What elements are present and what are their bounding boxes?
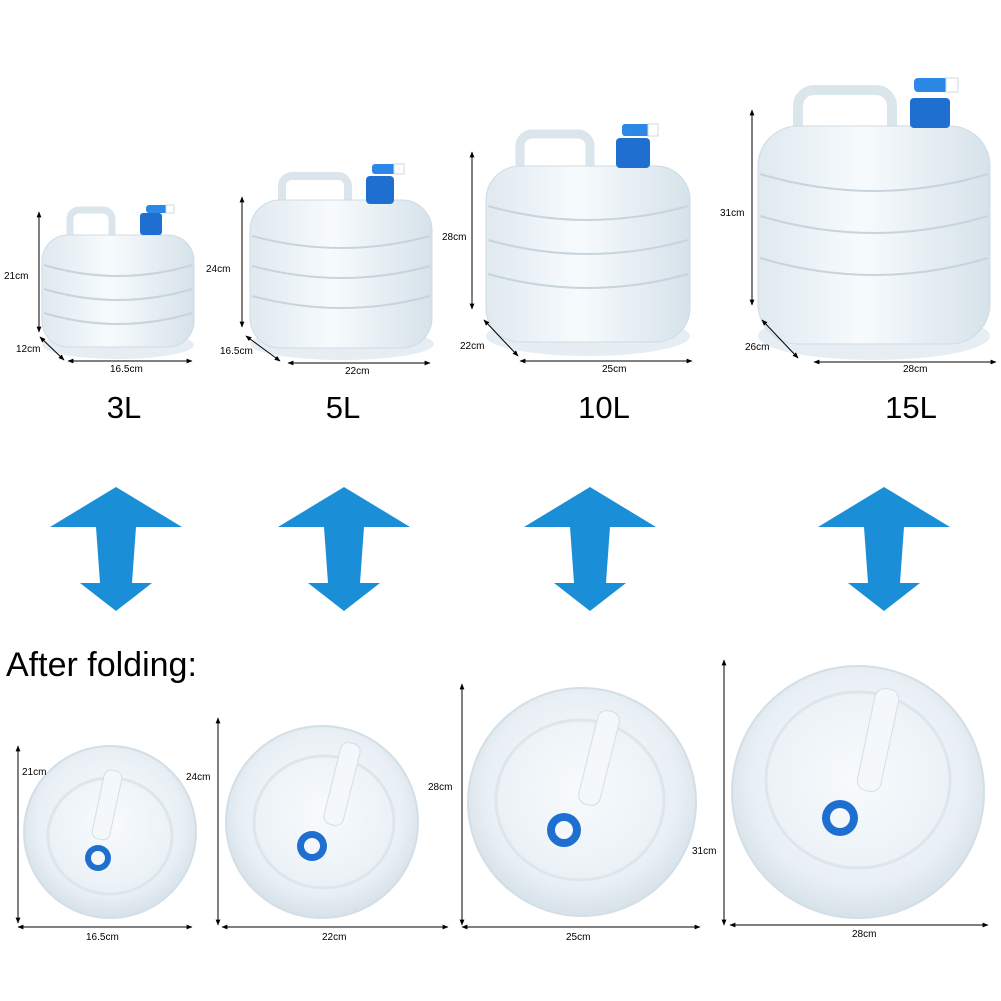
folded-width-label-5l: 22cm	[322, 932, 347, 943]
width-arrow-15l	[813, 359, 997, 365]
folded-width-arrow-3l	[17, 924, 193, 930]
folded-disc-3l	[23, 745, 197, 919]
folded-width-label-3l: 16.5cm	[86, 932, 119, 943]
folded-height-arrow-5l	[215, 717, 221, 926]
container-10l-illustration	[485, 123, 691, 356]
after-folding-heading: After folding:	[6, 646, 197, 684]
height-label-5l: 24cm	[206, 264, 231, 275]
height-arrow-3l	[36, 211, 42, 333]
width-label-15l: 28cm	[903, 364, 928, 375]
folded-width-arrow-15l	[729, 922, 989, 928]
height-label-10l: 28cm	[442, 232, 467, 243]
height-arrow-5l	[239, 196, 245, 328]
width-arrow-10l	[519, 358, 693, 364]
container-15l-illustration	[757, 77, 991, 360]
folded-width-arrow-10l	[461, 924, 701, 930]
folded-height-arrow-15l	[721, 659, 727, 926]
fold-arrow-icon-1	[50, 487, 182, 611]
depth-arrow-5l	[245, 335, 281, 362]
folded-width-label-15l: 28cm	[852, 929, 877, 940]
depth-arrow-10l	[483, 319, 519, 357]
width-arrow-5l	[287, 360, 431, 366]
fold-arrow-icon-3	[524, 487, 656, 611]
height-label-15l: 31cm	[720, 208, 745, 219]
folded-width-label-10l: 25cm	[566, 932, 591, 943]
folded-height-label-15l: 31cm	[692, 846, 717, 857]
capacity-label-10l: 10L	[578, 390, 630, 425]
depth-arrow-3l	[39, 336, 65, 361]
width-label-10l: 25cm	[602, 364, 627, 375]
folded-disc-10l	[467, 687, 697, 917]
folded-disc-15l	[731, 665, 985, 919]
depth-label-5l: 16.5cm	[220, 346, 253, 357]
container-5l-illustration	[249, 163, 434, 360]
height-label-3l: 21cm	[4, 271, 29, 282]
folded-width-arrow-5l	[221, 924, 449, 930]
folded-height-label-5l: 24cm	[186, 772, 211, 783]
fold-arrow-icon-2	[278, 487, 410, 611]
depth-label-15l: 26cm	[745, 342, 770, 353]
folded-height-label-3l: 21cm	[22, 767, 47, 778]
width-label-3l: 16.5cm	[110, 364, 143, 375]
width-label-5l: 22cm	[345, 366, 370, 377]
height-arrow-15l	[749, 109, 755, 306]
folded-height-arrow-10l	[459, 683, 465, 926]
capacity-label-3l: 3L	[106, 390, 142, 425]
fold-arrow-icon-4	[818, 487, 950, 611]
capacity-label-15l: 15L	[885, 390, 937, 425]
height-arrow-10l	[469, 151, 475, 310]
folded-height-arrow-3l	[15, 745, 21, 924]
depth-label-3l: 12cm	[16, 344, 41, 355]
capacity-label-5l: 5L	[325, 390, 361, 425]
container-3l-illustration	[41, 204, 195, 359]
depth-label-10l: 22cm	[460, 341, 485, 352]
depth-arrow-15l	[761, 319, 799, 359]
folded-disc-5l	[225, 725, 419, 919]
folded-height-label-10l: 28cm	[428, 782, 453, 793]
width-arrow-3l	[67, 358, 193, 364]
